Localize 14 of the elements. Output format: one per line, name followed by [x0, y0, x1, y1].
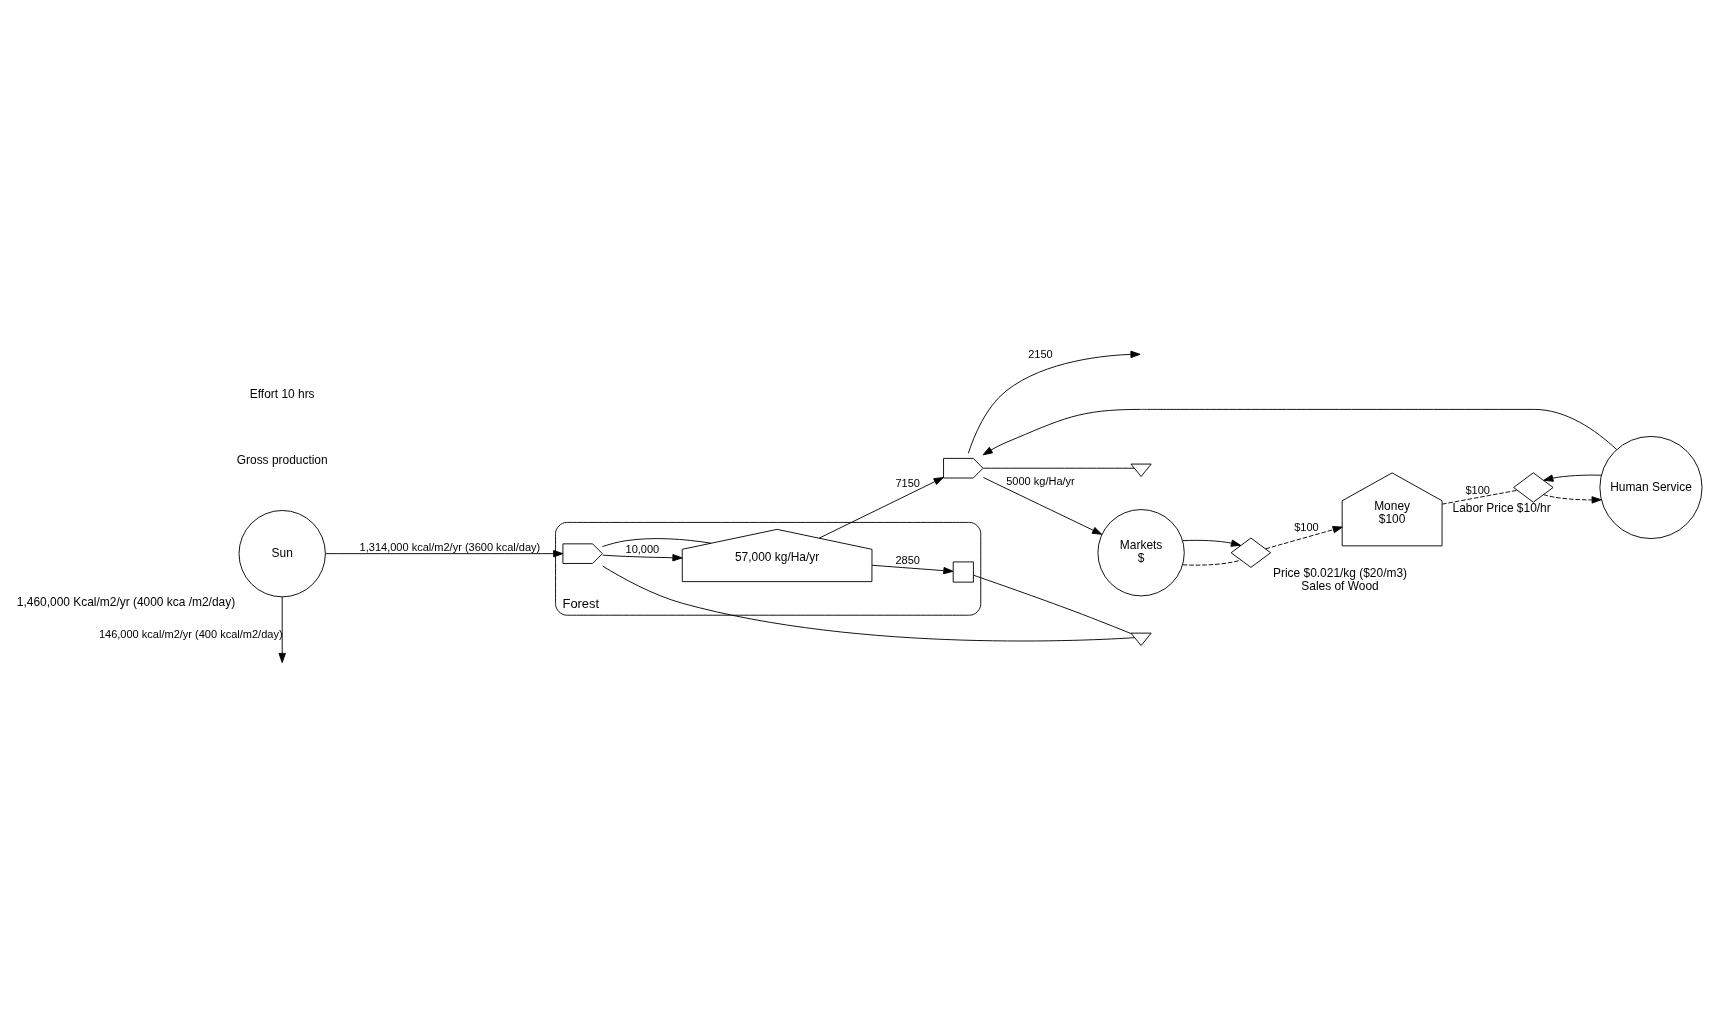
edge-label: 10,000 — [625, 543, 660, 556]
edge-label: 2850 — [895, 554, 920, 567]
edge-label: $100 — [1465, 483, 1490, 496]
edge-label: 5000 kg/Ha/yr — [1006, 475, 1075, 488]
edge-label: 7150 — [895, 477, 920, 490]
node-label: Price $0.021/kg ($20/m3) — [1273, 565, 1408, 580]
edge-label: 1,314,000 kcal/m2/yr (3600 kcal/day) — [359, 540, 541, 553]
node-label: Labor Price $10/hr — [1452, 500, 1551, 515]
edge-label: $100 — [1294, 521, 1319, 534]
edge-label: 2150 — [1028, 348, 1053, 361]
node-label: 1,460,000 Kcal/m2/yr (4000 kca /m2/day) — [16, 595, 236, 610]
edge-label: 146,000 kcal/m2/yr (400 kcal/m2/day) — [98, 628, 283, 641]
label: Gross production — [236, 452, 328, 467]
label: Effort 10 hrs — [249, 386, 315, 401]
